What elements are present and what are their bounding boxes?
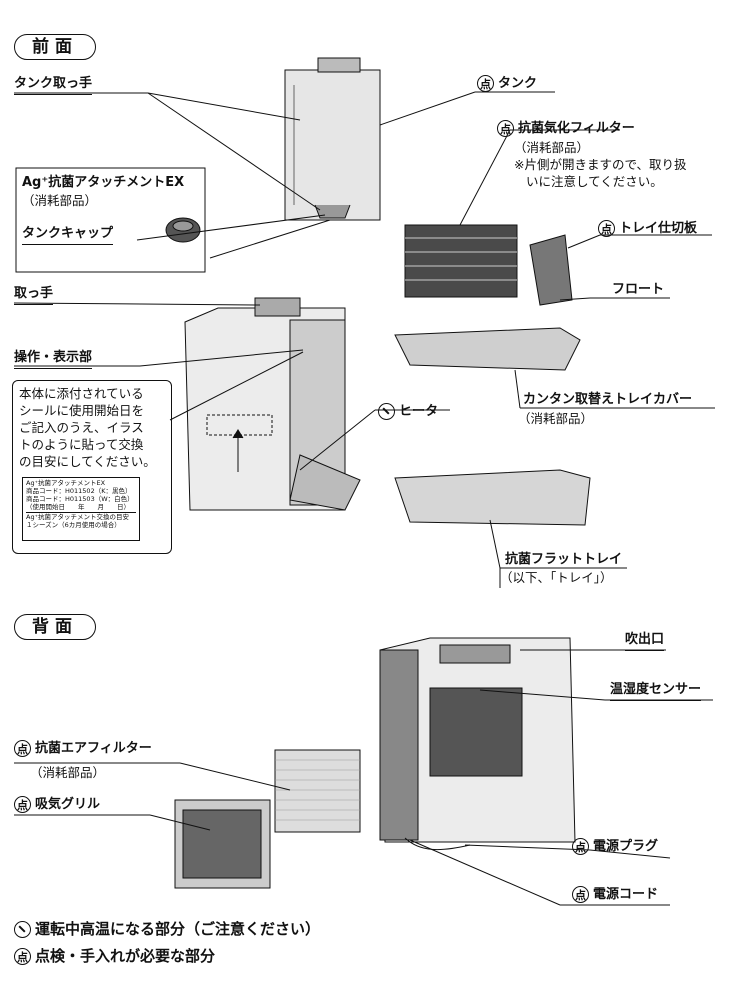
legend-hot: 運転中高温になる部分（ご注意ください） xyxy=(14,918,320,939)
control-panel-label: 操作・表示部 xyxy=(14,350,93,369)
check-icon: 点 xyxy=(572,838,589,855)
tank-handle-label: タンク取っ手 xyxy=(14,76,93,95)
ag-attachment-label: Ag⁺抗菌アタッチメントEX xyxy=(22,175,185,190)
sticker-instruction-box: 本体に添付されている シールに使用開始日を ご記入のうえ、イラス トのように貼っ… xyxy=(12,380,172,554)
sticker-line: １シーズン（6カ月使用の場合） xyxy=(26,521,121,529)
sticker-note-line: ご記入のうえ、イラス xyxy=(19,420,144,435)
check-icon: 点 xyxy=(572,886,589,903)
tank-cap-label: タンクキャップ xyxy=(22,226,114,245)
power-cord-label: 点電源コード xyxy=(572,886,658,903)
check-icon: 点 xyxy=(14,796,31,813)
tray-cover-consumable: （消耗部品） xyxy=(518,411,594,426)
check-icon: 点 xyxy=(497,120,514,137)
tray-label: 抗菌フラットトレイ xyxy=(505,552,623,567)
outlet-label: 吹出口 xyxy=(625,632,665,651)
air-filter-consumable: （消耗部品） xyxy=(30,765,106,780)
ag-attachment-consumable: （消耗部品） xyxy=(22,193,98,208)
check-icon: 点 xyxy=(598,220,615,237)
check-icon: 点 xyxy=(477,75,494,92)
evap-filter-note-1: ※片側が開きますので、取り扱 xyxy=(514,157,687,172)
hot-surface-icon xyxy=(378,403,395,420)
back-section-title: 背面 xyxy=(14,614,96,640)
sticker-title: Ag⁺抗菌アタッチメントEX xyxy=(26,479,106,487)
sticker-note-line: の目安にしてください。 xyxy=(19,454,156,469)
tray-partition-label: 点トレイ仕切板 xyxy=(598,220,697,237)
front-section-title: 前面 xyxy=(14,34,96,60)
check-icon: 点 xyxy=(14,948,31,965)
humidity-sensor-label: 温湿度センサー xyxy=(610,682,702,701)
power-plug-label: 点電源プラグ xyxy=(572,838,658,855)
evap-filter-note-2: いに注意してください。 xyxy=(526,174,663,189)
sticker-line: （使用開始日 年 月 日） xyxy=(26,503,130,511)
handle-label: 取っ手 xyxy=(14,286,54,305)
sticker-line: Ag⁺抗菌アタッチメント交換の目安 xyxy=(26,512,136,521)
sticker-line: 商品コード：H011503（W：白色） xyxy=(26,495,134,503)
intake-grille-label: 点吸気グリル xyxy=(14,796,100,813)
evap-filter-consumable: （消耗部品） xyxy=(514,140,590,155)
replacement-sticker: Ag⁺抗菌アタッチメントEX 商品コード：H011502（K：黒色） 商品コード… xyxy=(22,477,140,541)
air-filter-label: 点抗菌エアフィルター xyxy=(14,740,152,757)
tray-sub-label: （以下、「トレイ」） xyxy=(500,570,613,585)
check-icon: 点 xyxy=(14,740,31,757)
evap-filter-label: 点抗菌気化フィルター xyxy=(497,120,635,137)
sticker-note-line: トのように貼って交換 xyxy=(19,437,144,452)
float-label: フロート xyxy=(612,282,665,297)
hot-surface-icon xyxy=(14,921,31,938)
sticker-line: 商品コード：H011502（K：黒色） xyxy=(26,487,132,495)
sticker-note-line: 本体に添付されている xyxy=(19,386,144,401)
tank-label: 点タンク xyxy=(477,75,537,92)
sticker-note-line: シールに使用開始日を xyxy=(19,403,145,418)
heater-label: ヒータ xyxy=(378,403,438,420)
legend-check: 点点検・手入れが必要な部分 xyxy=(14,945,215,966)
tray-cover-label: カンタン取替えトレイカバー xyxy=(523,392,693,407)
